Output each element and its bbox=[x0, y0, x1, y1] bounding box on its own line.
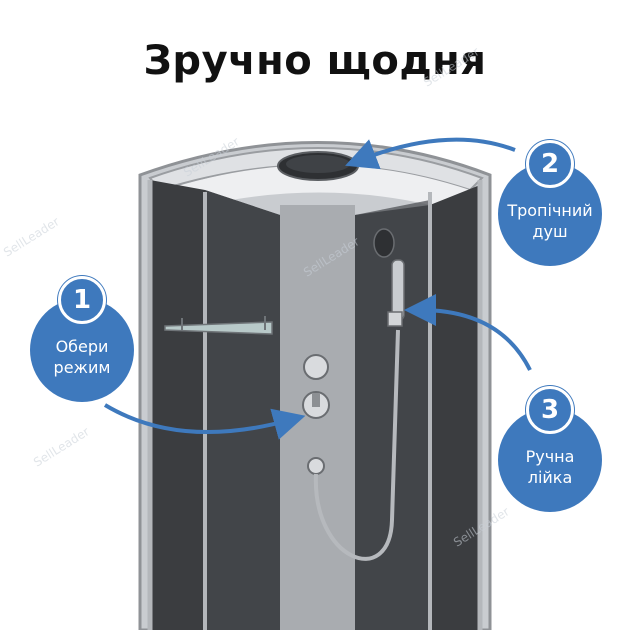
mode-knob bbox=[303, 354, 329, 380]
cabin-ceiling bbox=[165, 165, 470, 205]
callout-number: 1 bbox=[58, 276, 106, 324]
cabin-top-rim bbox=[148, 147, 484, 192]
glass-shelf bbox=[164, 321, 273, 335]
left-inner-panel bbox=[205, 190, 280, 630]
hand-shower bbox=[391, 259, 405, 321]
callout-number: 3 bbox=[526, 386, 574, 434]
hand-shower-holder bbox=[387, 311, 403, 327]
hose-outlet bbox=[307, 457, 325, 475]
callout-label-line2: лійка bbox=[527, 468, 573, 487]
callout-label-line2: режим bbox=[53, 358, 111, 377]
arrow-hand-shower bbox=[404, 294, 532, 371]
arrow-mode bbox=[103, 403, 306, 440]
callout-label-line1: Ручна bbox=[525, 447, 575, 466]
callout-label-line1: Тропічний bbox=[507, 201, 593, 220]
callout-label-line2: душ bbox=[532, 222, 568, 241]
callout-number: 2 bbox=[526, 140, 574, 188]
page-title: Зручно щодня bbox=[143, 38, 487, 84]
arrow-rain-shower bbox=[345, 137, 516, 170]
callout-label-line1: Обери bbox=[55, 337, 109, 356]
shower-hose bbox=[313, 329, 400, 561]
